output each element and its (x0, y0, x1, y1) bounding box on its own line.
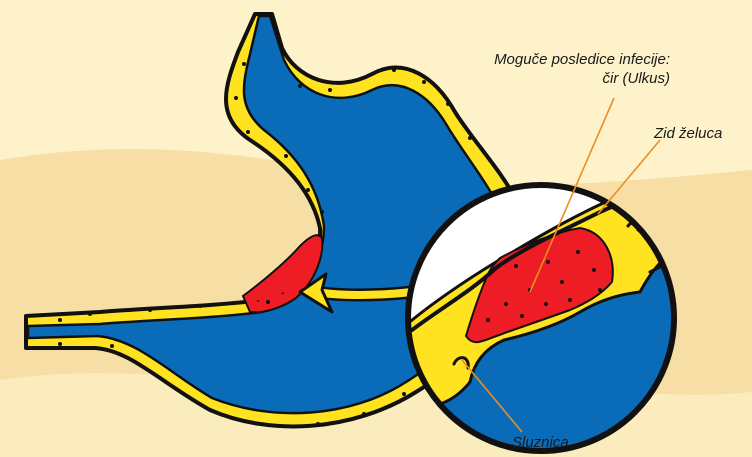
infection-label-line2: čir (Ulkus) (603, 70, 671, 87)
infection-label: Moguče posledice infecije: čir (Ulkus) (494, 50, 670, 88)
stomach-wall-label: Zid želuca (654, 124, 722, 143)
mucosa-label: Sluznica (512, 433, 569, 452)
infection-label-line1: Moguče posledice infecije: (494, 51, 670, 68)
